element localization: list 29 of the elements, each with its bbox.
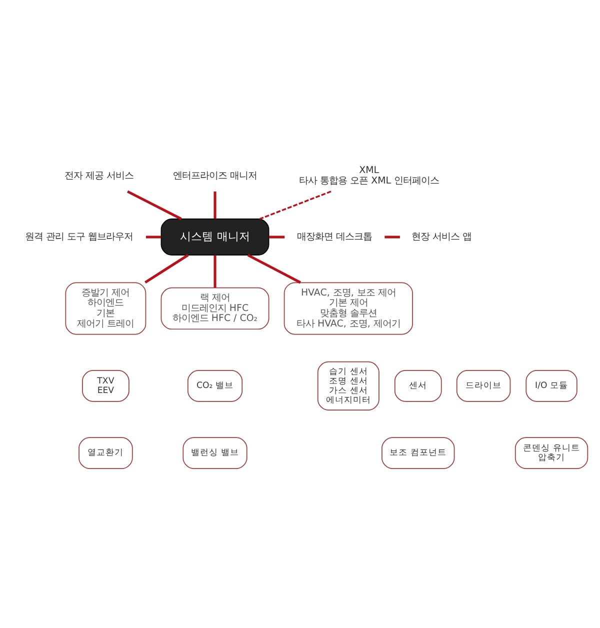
node-box: 콘덴싱 유니트 압축기 — [514, 436, 588, 468]
connector — [268, 235, 285, 238]
connector — [146, 235, 162, 238]
node-text: 현장 서비스 앱 — [411, 230, 472, 242]
connector — [126, 190, 182, 220]
node-box: TXV EEV — [82, 370, 130, 402]
node-box: 밸런싱 밸브 — [182, 436, 248, 468]
node-box: 랙 제어 미드레인지 HFC 하이엔드 HFC / CO₂ — [160, 286, 270, 330]
connector — [214, 254, 216, 288]
connector — [259, 190, 332, 220]
node-box: 증발기 제어 하이엔드 기본 제어기 트레이 — [65, 282, 146, 334]
node-box: 습기 센서 조명 센서 가스 센서 에너지미터 — [317, 360, 380, 410]
node-text: 매장화면 데스크톱 — [297, 230, 372, 242]
node-box: I/O 모듈 — [526, 370, 578, 402]
connector — [214, 190, 216, 218]
node-box: 열교환기 — [78, 436, 133, 468]
node-box: HVAC, 조명, 보조 제어 기본 제어 맞춤형 솔루션 타사 HVAC, 조명, 제어기 — [284, 282, 413, 334]
node-text: 원격 관리 도구 웹브라우저 — [25, 230, 134, 242]
node-box: 드라이브 — [456, 370, 511, 402]
node-text: XML 타사 통합용 오픈 XML 인터페이스 — [299, 164, 440, 186]
node-text: 엔터프라이즈 매니저 — [173, 170, 258, 181]
node-box: 시스템 매니저 — [160, 218, 270, 256]
node-box: 보조 컴포넌트 — [382, 436, 455, 468]
connector — [384, 235, 400, 238]
node-box: CO₂ 밸브 — [187, 370, 243, 402]
connector — [144, 254, 189, 283]
connector — [247, 253, 302, 284]
node-text: 전자 제공 서비스 — [64, 170, 134, 181]
node-box: 센서 — [394, 370, 442, 402]
